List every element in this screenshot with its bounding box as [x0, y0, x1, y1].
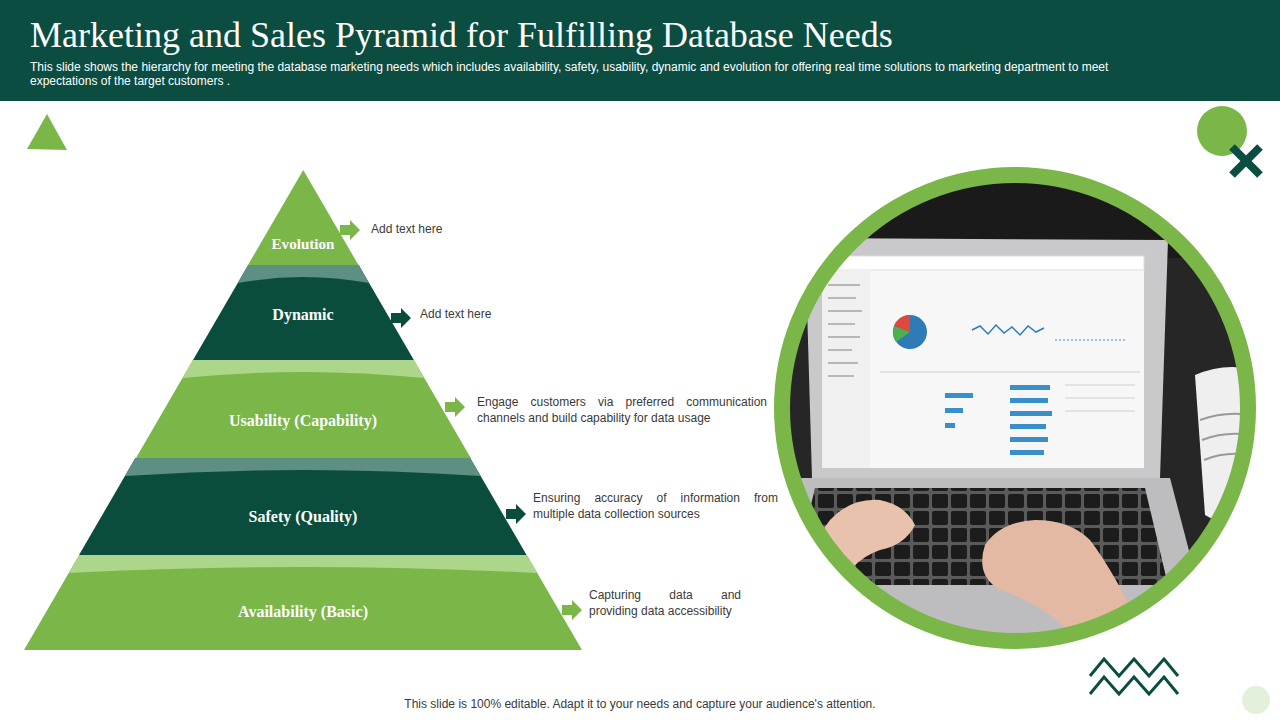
sidebar-line [828, 310, 862, 312]
laptop-photo [745, 168, 1255, 650]
header-bar [0, 0, 1280, 101]
bar [1010, 385, 1050, 390]
band-strip [182, 360, 424, 378]
band-label: Dynamic [193, 305, 414, 324]
band-label: Usability (Capability) [136, 411, 471, 430]
screen-header [822, 256, 1144, 270]
triangle-deco [27, 114, 67, 150]
description-text: Add text here [371, 221, 442, 237]
table-lines [880, 372, 1140, 411]
pyramid-band: Safety (Quality) [79, 458, 527, 555]
band-strip [237, 265, 368, 283]
bar [945, 393, 973, 398]
subtitle: This slide shows the hierarchy for meeti… [30, 60, 1140, 88]
slide-title: Marketing and Sales Pyramid for Fulfilli… [30, 14, 893, 56]
pointer-arrow [506, 504, 526, 524]
band-fill [193, 265, 414, 360]
description-text: Ensuring accuracy of information from mu… [533, 490, 778, 522]
screen-sidebar [822, 270, 870, 468]
cross-deco [1232, 147, 1260, 175]
description-text: Add text here [420, 306, 491, 322]
sidebar-line [828, 349, 852, 351]
band-strip [69, 555, 537, 573]
circle-deco [1242, 686, 1270, 714]
laptop-lid [805, 238, 1168, 478]
band-fill [136, 360, 471, 458]
bar [945, 423, 955, 428]
circle-deco [1197, 106, 1247, 156]
pyramid-band: Evolution [248, 170, 358, 265]
band-fill [79, 458, 527, 555]
table-line [1065, 385, 1135, 386]
laptop-screen [822, 256, 1144, 468]
zigzag-line [1090, 659, 1178, 676]
bar [1010, 450, 1044, 455]
pie-slice [893, 326, 910, 342]
bar-chart [945, 385, 1052, 455]
bar [945, 408, 963, 413]
footer-note: This slide is 100% editable. Adapt it to… [0, 696, 1280, 712]
table-line [1065, 398, 1135, 399]
bar [1010, 398, 1048, 403]
band-fill [24, 555, 582, 650]
bar [1010, 424, 1046, 429]
band-shape [79, 458, 527, 555]
sidebar-line [828, 284, 860, 286]
line-chart [972, 325, 1044, 335]
pointer-arrow [562, 600, 582, 620]
laptop-base [745, 478, 1215, 650]
band-label: Evolution [248, 235, 358, 254]
pyramid-band: Dynamic [193, 265, 414, 360]
pyramid-band: Usability (Capability) [136, 360, 471, 458]
band-fill [248, 170, 358, 265]
zigzag-deco [1090, 659, 1178, 694]
sidebar-line [828, 362, 858, 364]
cross-stroke [1232, 147, 1260, 175]
pointer-arrow [391, 308, 411, 328]
band-label: Safety (Quality) [79, 507, 527, 526]
pie-chart [893, 315, 927, 349]
pointer-arrow [445, 397, 465, 417]
description-text: Engage customers via preferred communica… [477, 394, 767, 426]
table-line [880, 372, 1140, 373]
sidebar-line [828, 375, 854, 377]
bar [1010, 437, 1048, 442]
line-chart [1055, 339, 1125, 341]
band-shape [136, 360, 471, 458]
sidebar-line [828, 336, 860, 338]
band-strip [125, 458, 481, 476]
table-line [1065, 411, 1135, 412]
pointer-arrow [340, 220, 360, 240]
cross-stroke [1232, 147, 1260, 175]
zigzag-line [1090, 677, 1178, 694]
photo-ring [782, 175, 1248, 641]
sidebar-line [828, 297, 856, 299]
band-label: Availability (Basic) [24, 602, 582, 621]
description-text: Capturing data and providing data access… [589, 587, 741, 619]
pyramid-band: Availability (Basic) [24, 555, 582, 650]
sidebar-lines [828, 285, 862, 376]
bar [1010, 411, 1052, 416]
sidebar-line [828, 323, 855, 325]
